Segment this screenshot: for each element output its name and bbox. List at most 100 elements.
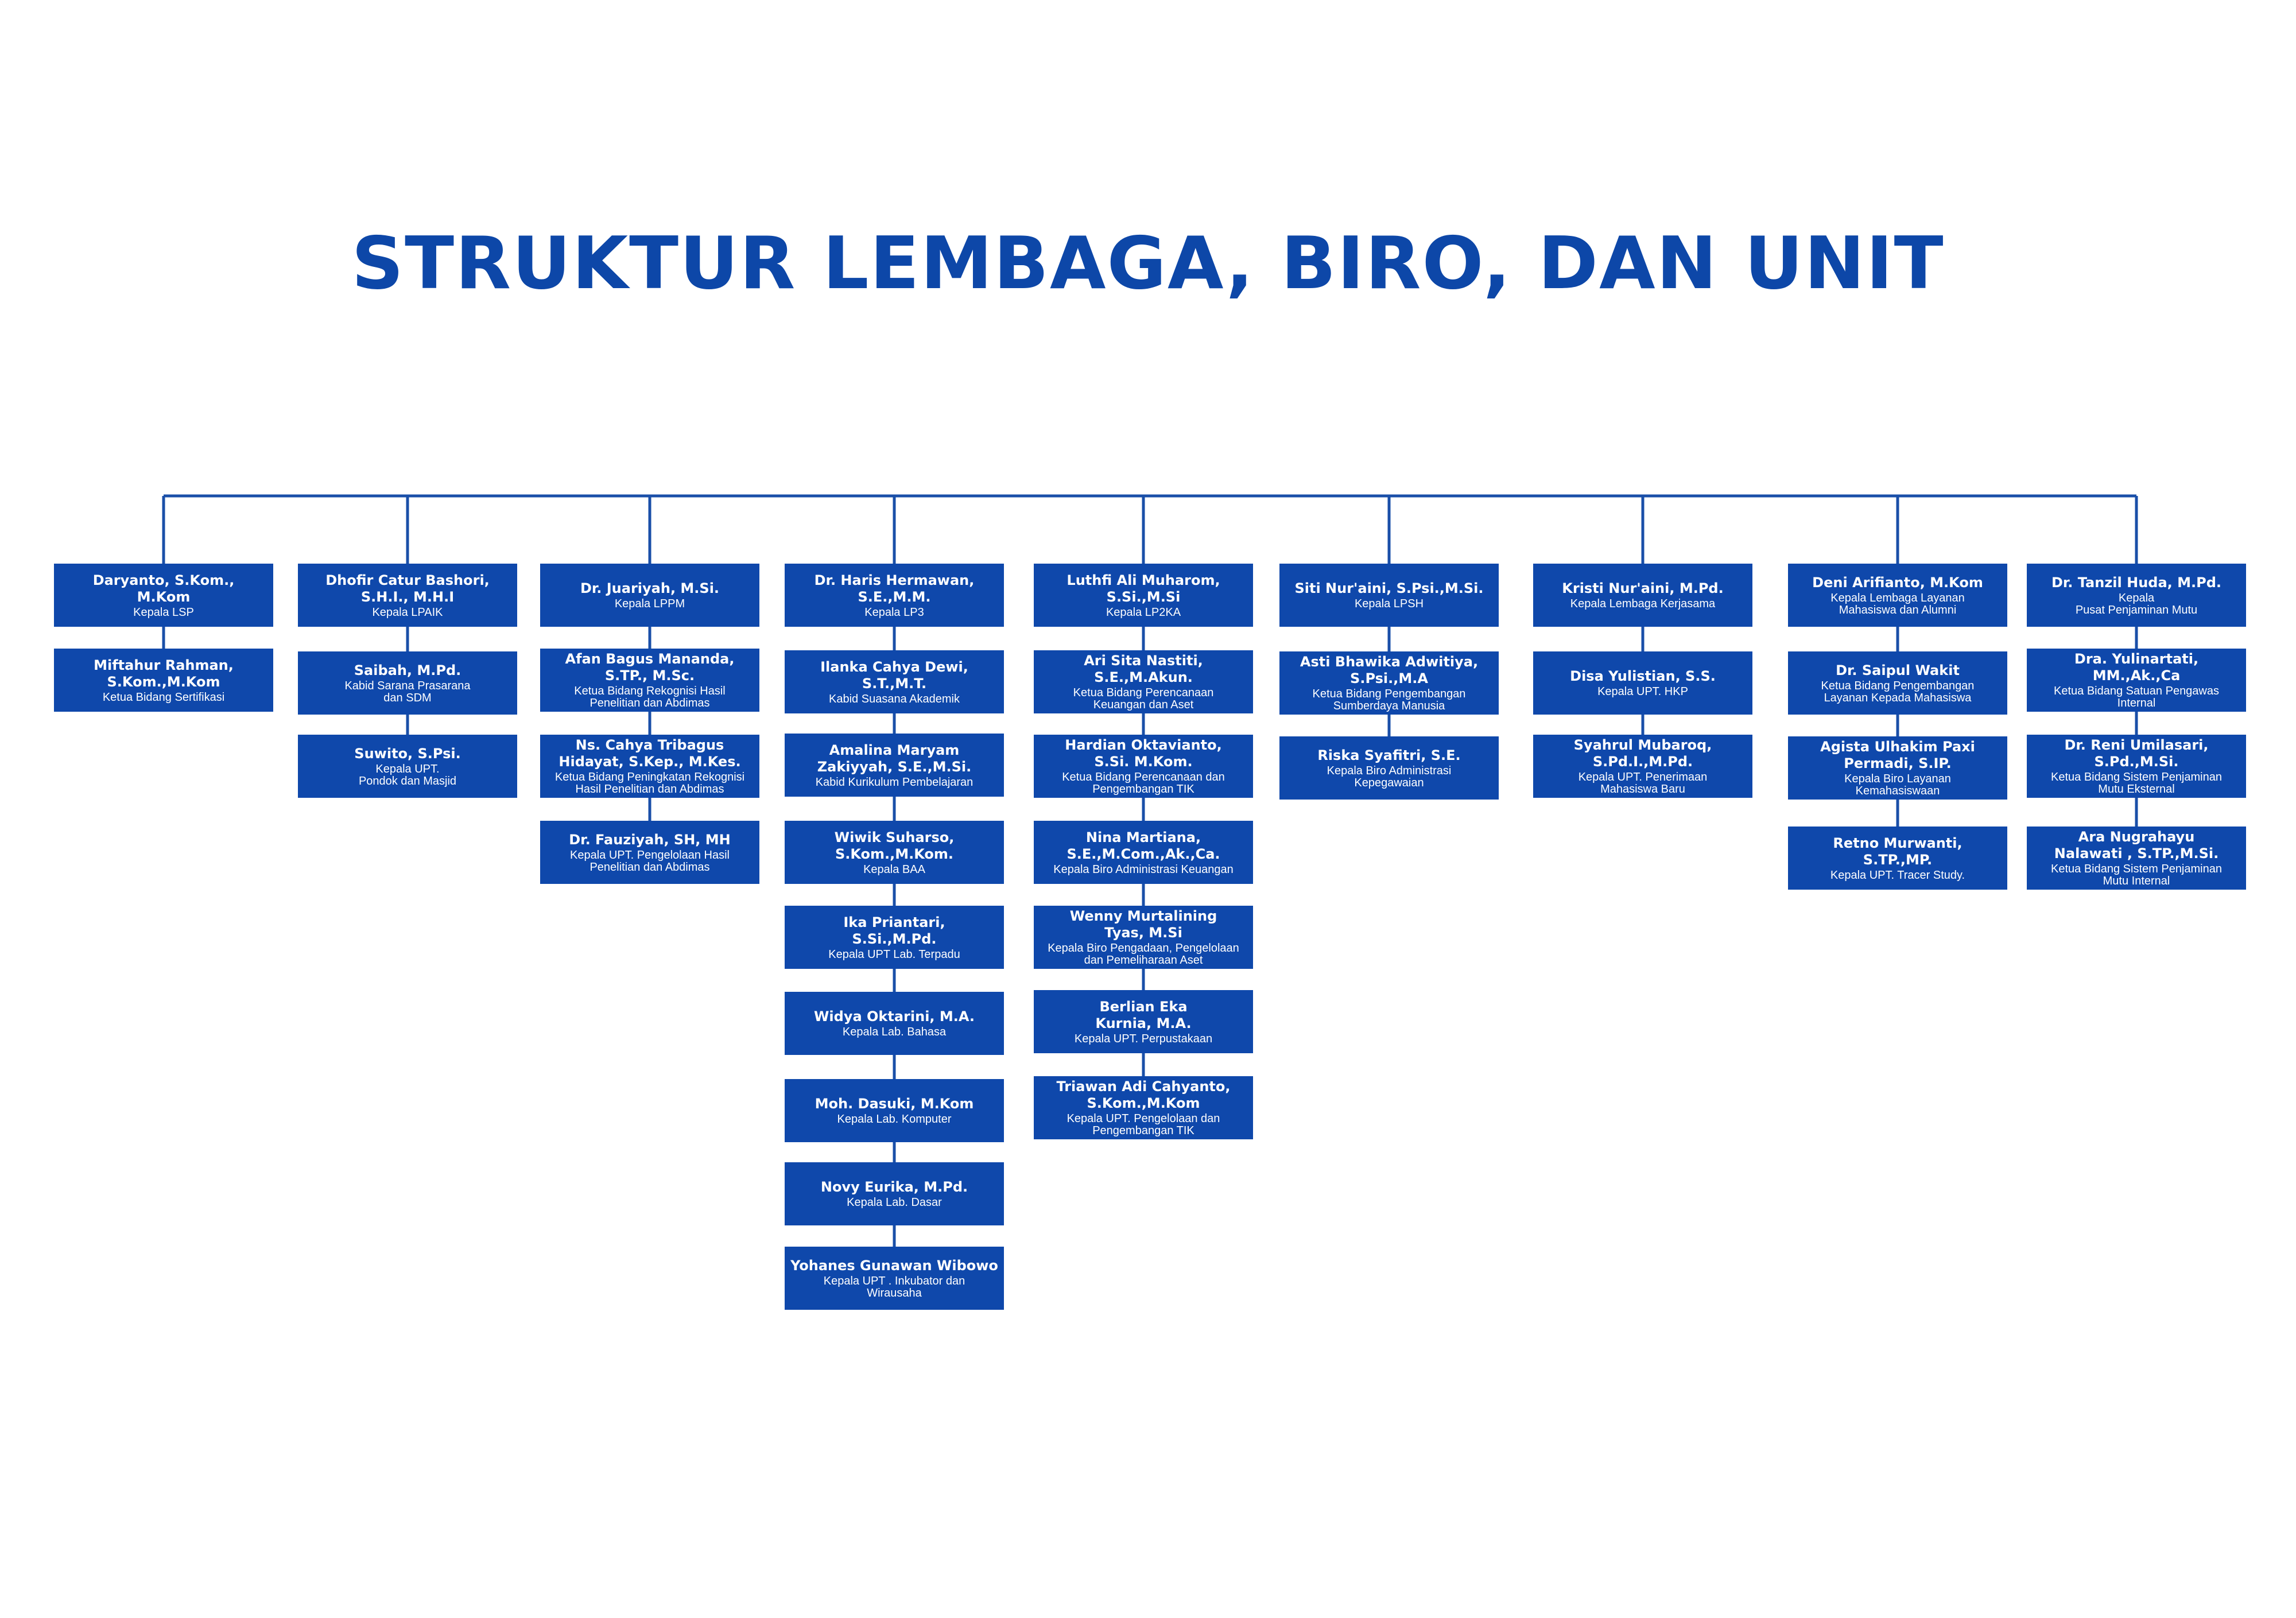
person-name: Ara Nugrahayu Nalawati , S.TP.,M.Si.: [2054, 829, 2219, 862]
unit-member-box: Disa Yulistian, S.S.Kepala UPT. HKP: [1533, 651, 1752, 715]
unit-member-box: Widya Oktarini, M.A.Kepala Lab. Bahasa: [785, 992, 1004, 1055]
position-title: Kabid Sarana Prasarana dan SDM: [344, 679, 471, 704]
unit-member-box: Ns. Cahya Tribagus Hidayat, S.Kep., M.Ke…: [540, 735, 759, 798]
position-title: Kepala Lab. Komputer: [837, 1113, 952, 1126]
position-title: Ketua Bidang Sistem Penjaminan Mutu Inte…: [2051, 863, 2222, 887]
position-title: Kepala Lab. Dasar: [847, 1196, 942, 1209]
unit-member-box: Hardian Oktavianto, S.Si. M.Kom.Ketua Bi…: [1034, 735, 1253, 798]
position-title: Kepala Biro Administrasi Kepegawaian: [1327, 764, 1452, 789]
unit-member-box: Nina Martiana, S.E.,M.Com.,Ak.,Ca.Kepala…: [1034, 821, 1253, 884]
unit-member-box: Wiwik Suharso, S.Kom.,M.Kom.Kepala BAA: [785, 821, 1004, 884]
unit-member-box: Retno Murwanti, S.TP.,MP.Kepala UPT. Tra…: [1788, 827, 2007, 890]
position-title: Kepala Biro Pengadaan, Pengelolaan dan P…: [1048, 942, 1239, 967]
unit-member-box: Novy Eurika, M.Pd.Kepala Lab. Dasar: [785, 1162, 1004, 1225]
person-name: Dr. Tanzil Huda, M.Pd.: [2051, 574, 2222, 591]
position-title: Ketua Bidang Satuan Pengawas Internal: [2054, 685, 2219, 709]
unit-member-box: Dr. Reni Umilasari, S.Pd.,M.Si.Ketua Bid…: [2027, 735, 2246, 798]
person-name: Wenny Murtalining Tyas, M.Si: [1069, 908, 1217, 941]
position-title: Kepala Biro Administrasi Keuangan: [1053, 863, 1234, 876]
person-name: Hardian Oktavianto, S.Si. M.Kom.: [1065, 737, 1222, 770]
unit-member-box: Ara Nugrahayu Nalawati , S.TP.,M.Si.Ketu…: [2027, 827, 2246, 890]
position-title: Kepala LPSH: [1354, 597, 1424, 610]
unit-member-box: Amalina Maryam Zakiyyah, S.E.,M.Si.Kabid…: [785, 734, 1004, 797]
person-name: Retno Murwanti, S.TP.,MP.: [1833, 835, 1963, 868]
person-name: Kristi Nur'aini, M.Pd.: [1562, 580, 1724, 596]
person-name: Yohanes Gunawan Wibowo: [790, 1257, 998, 1274]
person-name: Widya Oktarini, M.A.: [813, 1008, 975, 1025]
position-title: Kepala UPT. HKP: [1597, 685, 1688, 698]
unit-head-box: Kristi Nur'aini, M.Pd.Kepala Lembaga Ker…: [1533, 564, 1752, 627]
unit-member-box: Saibah, M.Pd.Kabid Sarana Prasarana dan …: [298, 651, 517, 715]
position-title: Kepala UPT. Pengelolaan dan Pengembangan…: [1066, 1112, 1220, 1137]
unit-head-box: Dr. Juariyah, M.Si.Kepala LPPM: [540, 564, 759, 627]
person-name: Amalina Maryam Zakiyyah, S.E.,M.Si.: [817, 742, 972, 775]
person-name: Dr. Reni Umilasari, S.Pd.,M.Si.: [2064, 737, 2209, 770]
person-name: Nina Martiana, S.E.,M.Com.,Ak.,Ca.: [1066, 829, 1220, 862]
person-name: Wiwik Suharso, S.Kom.,M.Kom.: [834, 829, 955, 862]
position-title: Kepala LPPM: [614, 597, 685, 610]
person-name: Dr. Fauziyah, SH, MH: [569, 831, 731, 848]
unit-member-box: Suwito, S.Psi.Kepala UPT. Pondok dan Mas…: [298, 735, 517, 798]
unit-member-box: Ika Priantari, S.Si.,M.Pd.Kepala UPT Lab…: [785, 906, 1004, 969]
unit-member-box: Riska Syafitri, S.E.Kepala Biro Administ…: [1279, 736, 1499, 800]
position-title: Ketua Bidang Pengembangan Sumberdaya Man…: [1312, 688, 1466, 712]
position-title: Kepala UPT. Penerimaan Mahasiswa Baru: [1578, 771, 1708, 796]
position-title: Kepala UPT. Tracer Study.: [1830, 868, 1965, 882]
position-title: Kepala UPT . Inkubator dan Wirausaha: [823, 1274, 965, 1299]
person-name: Miftahur Rahman, S.Kom.,M.Kom: [94, 657, 234, 690]
position-title: Ketua Bidang Perencanaan dan Pengembanga…: [1062, 771, 1225, 796]
person-name: Deni Arifianto, M.Kom: [1812, 574, 1983, 591]
person-name: Agista Ulhakim Paxi Permadi, S.IP.: [1820, 739, 1975, 771]
person-name: Siti Nur'aini, S.Psi.,M.Si.: [1294, 580, 1484, 596]
position-title: Kabid Kurikulum Pembelajaran: [815, 775, 974, 789]
person-name: Ari Sita Nastiti, S.E.,M.Akun.: [1084, 653, 1203, 685]
position-title: Ketua Bidang Pengembangan Layanan Kepada…: [1821, 679, 1975, 704]
person-name: Dra. Yulinartati, MM.,Ak.,Ca: [2074, 651, 2199, 684]
position-title: Kepala UPT Lab. Terpadu: [828, 948, 960, 961]
position-title: Ketua Bidang Perencanaan Keuangan dan As…: [1073, 686, 1214, 711]
position-title: Kepala BAA: [863, 863, 925, 876]
position-title: Kepala Lembaga Kerjasama: [1570, 597, 1716, 610]
person-name: Dr. Haris Hermawan, S.E.,M.M.: [814, 572, 975, 605]
position-title: Kepala Lab. Bahasa: [842, 1026, 947, 1038]
person-name: Daryanto, S.Kom., M.Kom: [92, 572, 235, 605]
position-title: Ketua Bidang Sistem Penjaminan Mutu Ekst…: [2051, 771, 2222, 796]
position-title: Kepala Biro Layanan Kemahasiswaan: [1844, 773, 1951, 797]
person-name: Luthfi Ali Muharom, S.Si.,M.Si: [1066, 572, 1220, 605]
unit-member-box: Afan Bagus Mananda, S.TP., M.Sc.Ketua Bi…: [540, 649, 759, 712]
person-name: Dr. Juariyah, M.Si.: [580, 580, 720, 596]
person-name: Syahrul Mubaroq, S.Pd.I.,M.Pd.: [1573, 737, 1712, 770]
person-name: Novy Eurika, M.Pd.: [820, 1179, 968, 1195]
unit-head-box: Siti Nur'aini, S.Psi.,M.Si.Kepala LPSH: [1279, 564, 1499, 627]
position-title: Kepala LPAIK: [372, 606, 443, 619]
unit-member-box: Ilanka Cahya Dewi, S.T.,M.T.Kabid Suasan…: [785, 650, 1004, 713]
unit-member-box: Ari Sita Nastiti, S.E.,M.Akun.Ketua Bida…: [1034, 650, 1253, 713]
person-name: Riska Syafitri, S.E.: [1317, 747, 1461, 763]
person-name: Ika Priantari, S.Si.,M.Pd.: [843, 914, 945, 947]
person-name: Afan Bagus Mananda, S.TP., M.Sc.: [565, 651, 735, 684]
person-name: Ns. Cahya Tribagus Hidayat, S.Kep., M.Ke…: [559, 737, 741, 770]
person-name: Berlian Eka Kurnia, M.A.: [1095, 998, 1192, 1031]
position-title: Kabid Suasana Akademik: [829, 692, 960, 705]
position-title: Ketua Bidang Peningkatan Rekognisi Hasil…: [554, 771, 745, 796]
person-name: Disa Yulistian, S.S.: [1570, 668, 1716, 684]
person-name: Suwito, S.Psi.: [354, 745, 461, 762]
position-title: Kepala LP2KA: [1106, 606, 1181, 619]
person-name: Moh. Dasuki, M.Kom: [815, 1096, 974, 1112]
position-title: Ketua Bidang Rekognisi Hasil Penelitian …: [574, 685, 726, 709]
person-name: Ilanka Cahya Dewi, S.T.,M.T.: [820, 658, 968, 692]
person-name: Dr. Saipul Wakit: [1836, 662, 1960, 678]
person-name: Saibah, M.Pd.: [354, 662, 461, 678]
